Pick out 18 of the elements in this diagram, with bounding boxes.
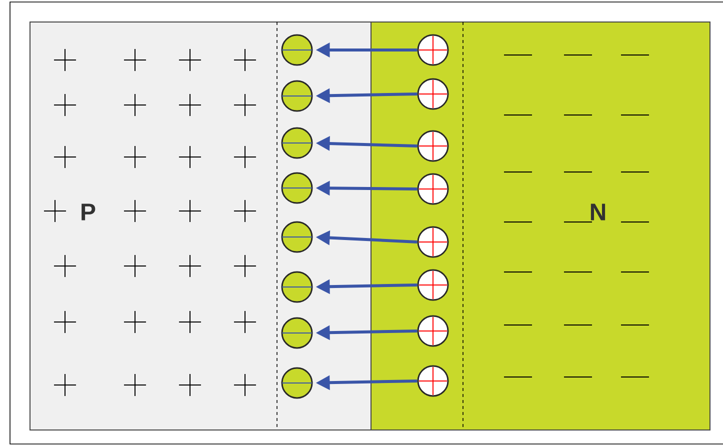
region-label: N: [590, 204, 606, 220]
positive-ion: [417, 34, 449, 66]
positive-ion: [417, 269, 449, 301]
negative-ion: [281, 80, 313, 112]
negative-ion: [281, 271, 313, 303]
positive-ion: [417, 226, 449, 258]
negative-ion: [281, 34, 313, 66]
negative-ion: [281, 317, 313, 349]
negative-ion: [281, 172, 313, 204]
region-label: P: [82, 204, 96, 220]
negative-ion: [281, 127, 313, 159]
positive-ion: [417, 365, 449, 397]
negative-ion: [281, 221, 313, 253]
negative-ion: [281, 367, 313, 399]
positive-ion: [417, 173, 449, 205]
positive-ion: [417, 315, 449, 347]
positive-ion: [417, 78, 449, 110]
positive-ion: [417, 130, 449, 162]
